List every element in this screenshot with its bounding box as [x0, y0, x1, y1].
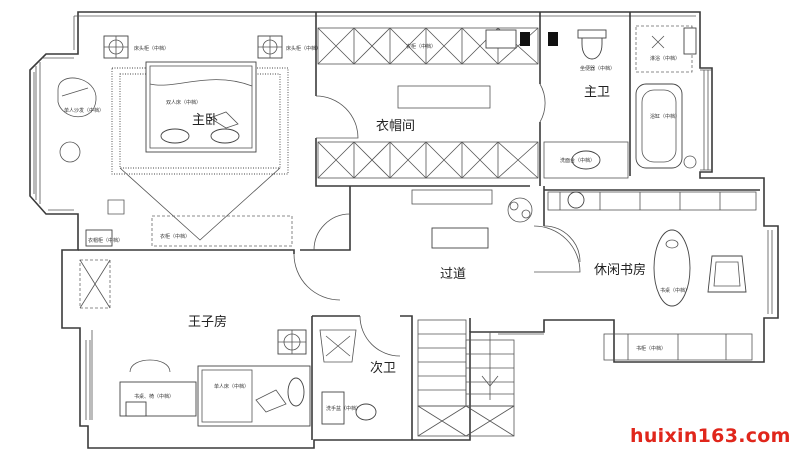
- watermark-text: huixin163.com: [630, 425, 791, 447]
- wardrobe-closet-label: 衣柜（中档）: [406, 43, 436, 50]
- master-bath-label: 主卫: [584, 85, 610, 100]
- corridor: 过道: [411, 189, 533, 282]
- interior-walls: [78, 12, 760, 440]
- desk-chair-label: 书桌、椅（中档）: [134, 393, 174, 400]
- wash-basin-label: 洗手盆（中档）: [326, 405, 361, 412]
- door-swings: [293, 83, 581, 357]
- master-bath: 主卫 坐便器（中档） 洗面台（中档） 淋浴（中档） 浴缸（中档）: [485, 25, 697, 179]
- son-room: 王子房 单人床（中档） 书桌、椅（中档）: [79, 259, 311, 427]
- walk-in-closet: 衣帽间 衣柜（中档）: [317, 27, 539, 179]
- windows: [91, 69, 773, 420]
- study: 休闲书房 书桌（中档） 书柜（中档）: [547, 191, 757, 361]
- son-room-label: 王子房: [188, 314, 227, 330]
- master-bedroom-label: 主卧: [192, 113, 218, 128]
- tub-label: 浴缸（中档）: [650, 113, 680, 120]
- staircase: [417, 319, 544, 437]
- secondary-bath-label: 次卫: [370, 360, 396, 376]
- basin-label: 洗面台（中档）: [560, 157, 595, 164]
- shower-label: 淋浴（中档）: [650, 55, 680, 62]
- double-bed-label: 双人床（中档）: [166, 99, 201, 106]
- toilet-label: 坐便器（中档）: [580, 65, 615, 72]
- corridor-label: 过道: [440, 267, 466, 282]
- bedside-table-right-label: 床头柜（中档）: [286, 45, 321, 52]
- study-label: 休闲书房: [594, 262, 646, 278]
- cabinet-label: 衣帽柜（中档）: [88, 237, 123, 244]
- column-block-1: [520, 32, 530, 46]
- walk-in-closet-label: 衣帽间: [376, 118, 415, 134]
- wardrobe-master-label: 衣柜（中档）: [160, 233, 190, 240]
- bookcase-label: 书柜（中档）: [636, 345, 666, 352]
- column-block-2: [548, 32, 558, 46]
- sofa-label: 单人沙发（中档）: [64, 107, 104, 114]
- master-bedroom: 主卧 双人床（中档） 床头柜（中档） 床头柜（中档） 衣柜（中档） 衣帽柜（中档…: [57, 35, 321, 247]
- single-bed-label: 单人床（中档）: [214, 383, 249, 390]
- secondary-bath: 次卫 洗手盆（中档）: [319, 329, 396, 425]
- bedside-table-left-label: 床头柜（中档）: [134, 45, 169, 52]
- desk-label: 书桌（中档）: [660, 287, 690, 294]
